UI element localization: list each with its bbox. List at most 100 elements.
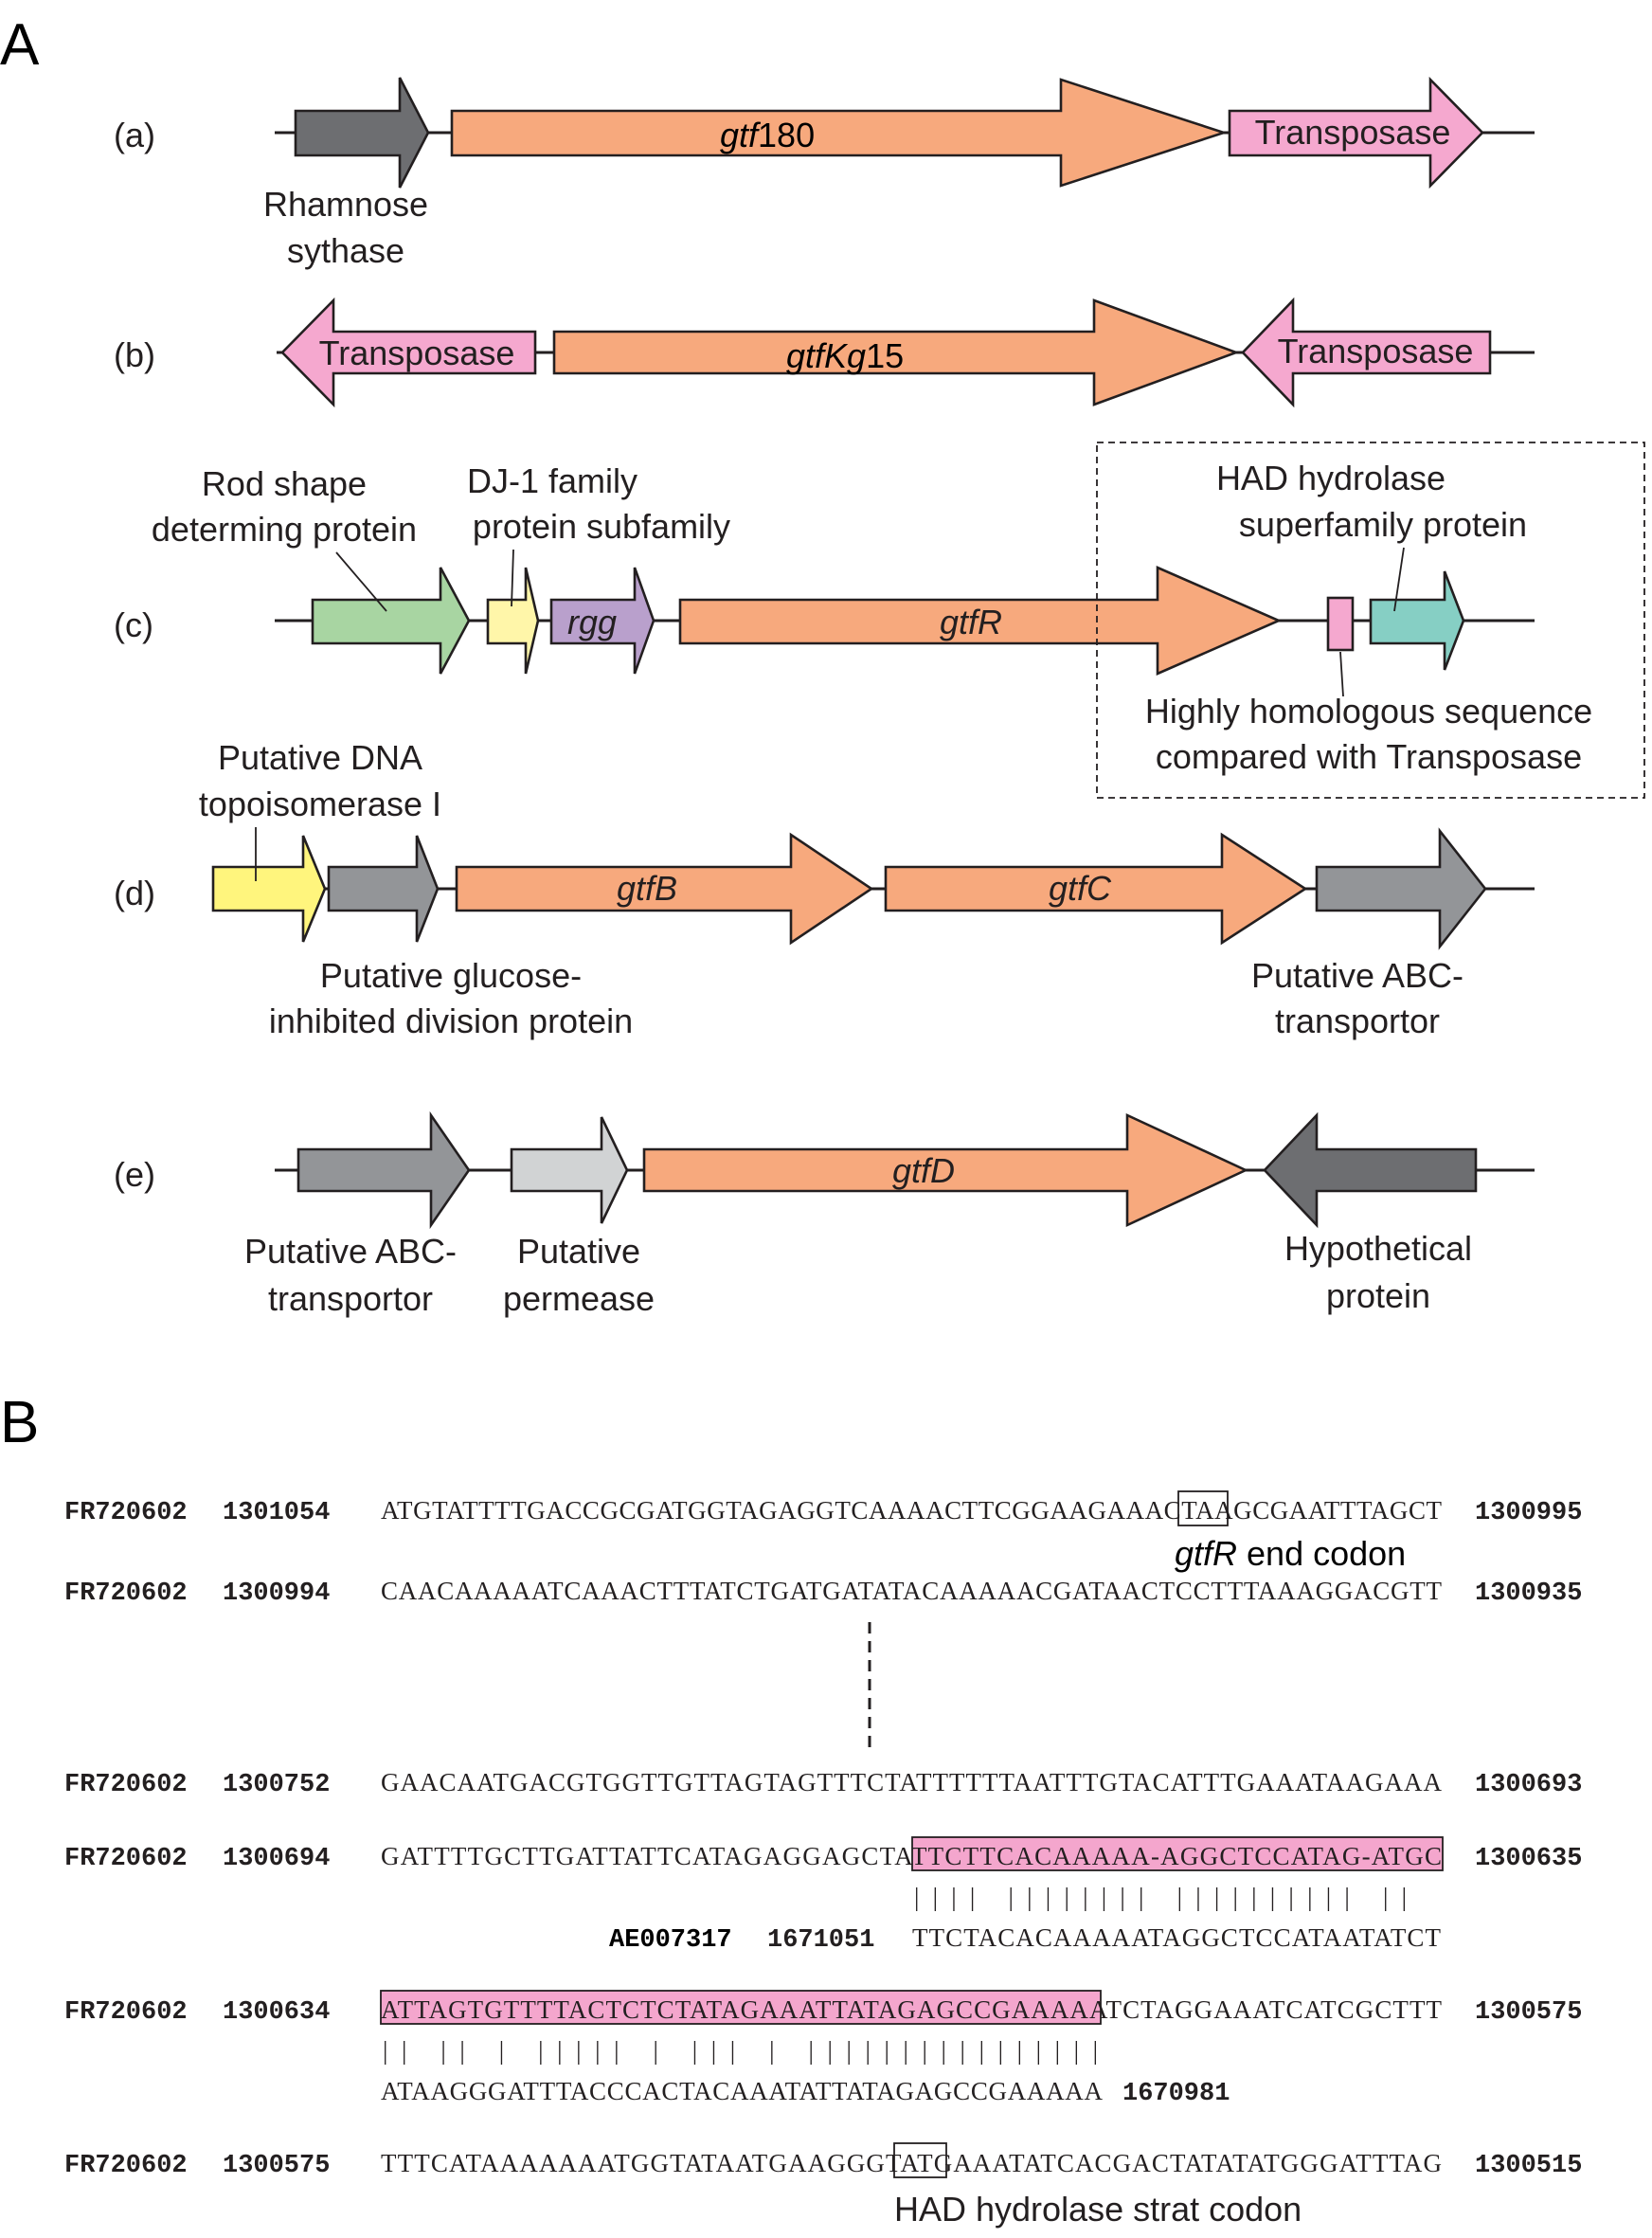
seq5-ref-sequence: ATAAGGGATTTACCCACTACAAATATTATAGAGCCGAAAA… [381, 2077, 1104, 2105]
abc-d-label-1: Putative ABC- [1251, 956, 1463, 995]
gtfr-label: gtfR [940, 603, 1002, 641]
rhamnose-label-1: Rhamnose [263, 185, 428, 224]
seq6-end: 1300515 [1475, 2152, 1582, 2180]
transposase-label-a: Transposase [1255, 113, 1451, 152]
homology-highlight-2 [380, 1990, 1102, 2025]
seq2-start: 1300994 [223, 1579, 330, 1608]
row-label-a: (a) [114, 116, 155, 154]
gtfkg15-gene [552, 298, 1240, 406]
gtfc-label: gtfC [1049, 869, 1112, 908]
seq4-ref-sequence: TTCTACACAAAAATAGGCTCCATAATATCT [912, 1923, 1442, 1952]
gtfkg15-label: gtfKg15 [786, 336, 904, 375]
rod-shape-leader [335, 551, 387, 612]
seq4-ref-position: 1671051 [767, 1926, 874, 1955]
rhamnose-label-2: sythase [287, 231, 404, 270]
had-leader [1393, 547, 1405, 612]
gtfb-label: gtfB [617, 869, 677, 908]
permease-label-2: permease [503, 1279, 655, 1318]
abc-transporter-gene-d [1315, 827, 1487, 950]
abc-e-label-2: transportor [268, 1279, 433, 1318]
seq4-ref-accession: AE007317 [609, 1926, 732, 1955]
abc-transporter-gene-e [296, 1110, 471, 1230]
gtfd-gene [642, 1112, 1249, 1228]
seq5-alignment-bars: || || | ||||| | ||| | |||||||||||||||| [383, 2036, 1098, 2065]
rod-shape-label-1: Rod shape [202, 464, 367, 503]
dj1-leader [511, 549, 514, 607]
seq2-accession: FR720602 [64, 1579, 188, 1608]
rgg-label: rgg [567, 603, 617, 641]
transposase-homolog-fragment [1326, 596, 1355, 652]
glucose-inhibited-division-gene [327, 835, 440, 943]
homology-leader [1339, 651, 1344, 697]
homology-label-2: compared with Transposase [1156, 737, 1582, 776]
seq5-start: 1300634 [223, 1998, 330, 2027]
had-label-1: HAD hydrolase [1216, 459, 1446, 497]
homology-highlight-1 [911, 1836, 1444, 1871]
seq5-accession: FR720602 [64, 1998, 188, 2027]
gtfb-gene [455, 832, 874, 946]
rgg-gene [549, 567, 655, 675]
dj1-label-2: protein subfamily [473, 507, 730, 546]
gtf180-label: gtf180 [720, 116, 815, 154]
seq3-accession: FR720602 [64, 1771, 188, 1799]
transposase-label-b-left: Transposase [319, 334, 515, 372]
seq4-accession: FR720602 [64, 1845, 188, 1873]
seq1-end: 1300995 [1475, 1499, 1582, 1527]
seq3-end: 1300693 [1475, 1771, 1582, 1799]
seq5-end: 1300575 [1475, 1998, 1582, 2027]
hypothetical-label-2: protein [1326, 1276, 1430, 1315]
row-label-c: (c) [114, 605, 153, 644]
rod-shape-label-2: determing protein [152, 510, 417, 549]
seq4-start: 1300694 [223, 1845, 330, 1873]
seq1-start: 1301054 [223, 1499, 330, 1527]
row-label-d: (d) [114, 874, 155, 912]
transposase-gene-a [1228, 76, 1484, 190]
glucose-label-2: inhibited division protein [269, 1002, 633, 1040]
topoisomerase-label-1: Putative DNA [218, 738, 422, 777]
abc-d-label-2: transportor [1275, 1002, 1440, 1040]
transposase-gene-b-right [1241, 297, 1492, 408]
abc-e-label-1: Putative ABC- [244, 1232, 457, 1271]
seq5-ref-position: 1670981 [1122, 2080, 1230, 2108]
row-label-b: (b) [114, 335, 155, 374]
rod-shape-gene [311, 567, 471, 675]
had-start-codon-box [893, 2142, 947, 2178]
seq6-start: 1300575 [223, 2152, 330, 2180]
had-label-2: superfamily protein [1239, 505, 1527, 544]
seq4-sequence: GATTTTGCTTGATTATTCATAGAGGAGCTATTCTTCACAA… [381, 1842, 1442, 1870]
seq1-accession: FR720602 [64, 1499, 188, 1527]
row-label-e: (e) [114, 1155, 155, 1194]
seq1-sequence: ATGTATTTTGACCGCGATGGTAGAGGTCAAAACTTCGGAA… [381, 1496, 1443, 1525]
had-start-codon-label: HAD hydrolase strat codon [894, 2190, 1302, 2229]
permease-gene [510, 1116, 629, 1224]
gtfc-gene [884, 832, 1308, 946]
transposase-label-b-right: Transposase [1278, 332, 1474, 370]
gtfr-end-codon-box [1177, 1490, 1229, 1526]
dna-topoisomerase-gene [211, 835, 327, 943]
dashed-region-box [1096, 442, 1645, 799]
gtfd-label: gtfD [892, 1151, 955, 1190]
seq3-start: 1300752 [223, 1771, 330, 1799]
seq5-sequence: ATTAGTGTTTTACTCTCTATAGAAATTATAGAGCCGAAAA… [381, 1995, 1443, 2024]
panel-label-a: A [0, 12, 40, 78]
rhamnose-synthase-gene [294, 77, 430, 189]
glucose-label-1: Putative glucose- [320, 956, 582, 995]
gtfr-gene [678, 566, 1283, 676]
gtf180-gene [450, 78, 1229, 188]
seq2-sequence: CAACAAAAATCAAACTTTATCTGATGATATACAAAAACGA… [381, 1577, 1443, 1605]
dj1-label-1: DJ-1 family [467, 461, 637, 500]
seq2-end: 1300935 [1475, 1579, 1582, 1608]
panel-label-b: B [0, 1390, 39, 1455]
seq3-sequence: GAACAATGACGTGGTTGTTAGTAGTTTCTATTTTTTAATT… [381, 1768, 1443, 1796]
dj1-family-gene [486, 567, 540, 675]
permease-label-1: Putative [517, 1232, 640, 1271]
transposase-gene-b-left [280, 297, 537, 408]
seq4-alignment-bars: |||| |||||||| |||||||||| || [914, 1883, 1407, 1911]
hypothetical-label-1: Hypothetical [1284, 1229, 1472, 1268]
had-hydrolase-gene [1369, 570, 1465, 671]
topoisomerase-label-2: topoisomerase I [199, 785, 441, 823]
hypothetical-protein-gene [1263, 1111, 1478, 1229]
homology-label-1: Highly homologous sequence [1145, 692, 1592, 731]
seq4-end: 1300635 [1475, 1845, 1582, 1873]
